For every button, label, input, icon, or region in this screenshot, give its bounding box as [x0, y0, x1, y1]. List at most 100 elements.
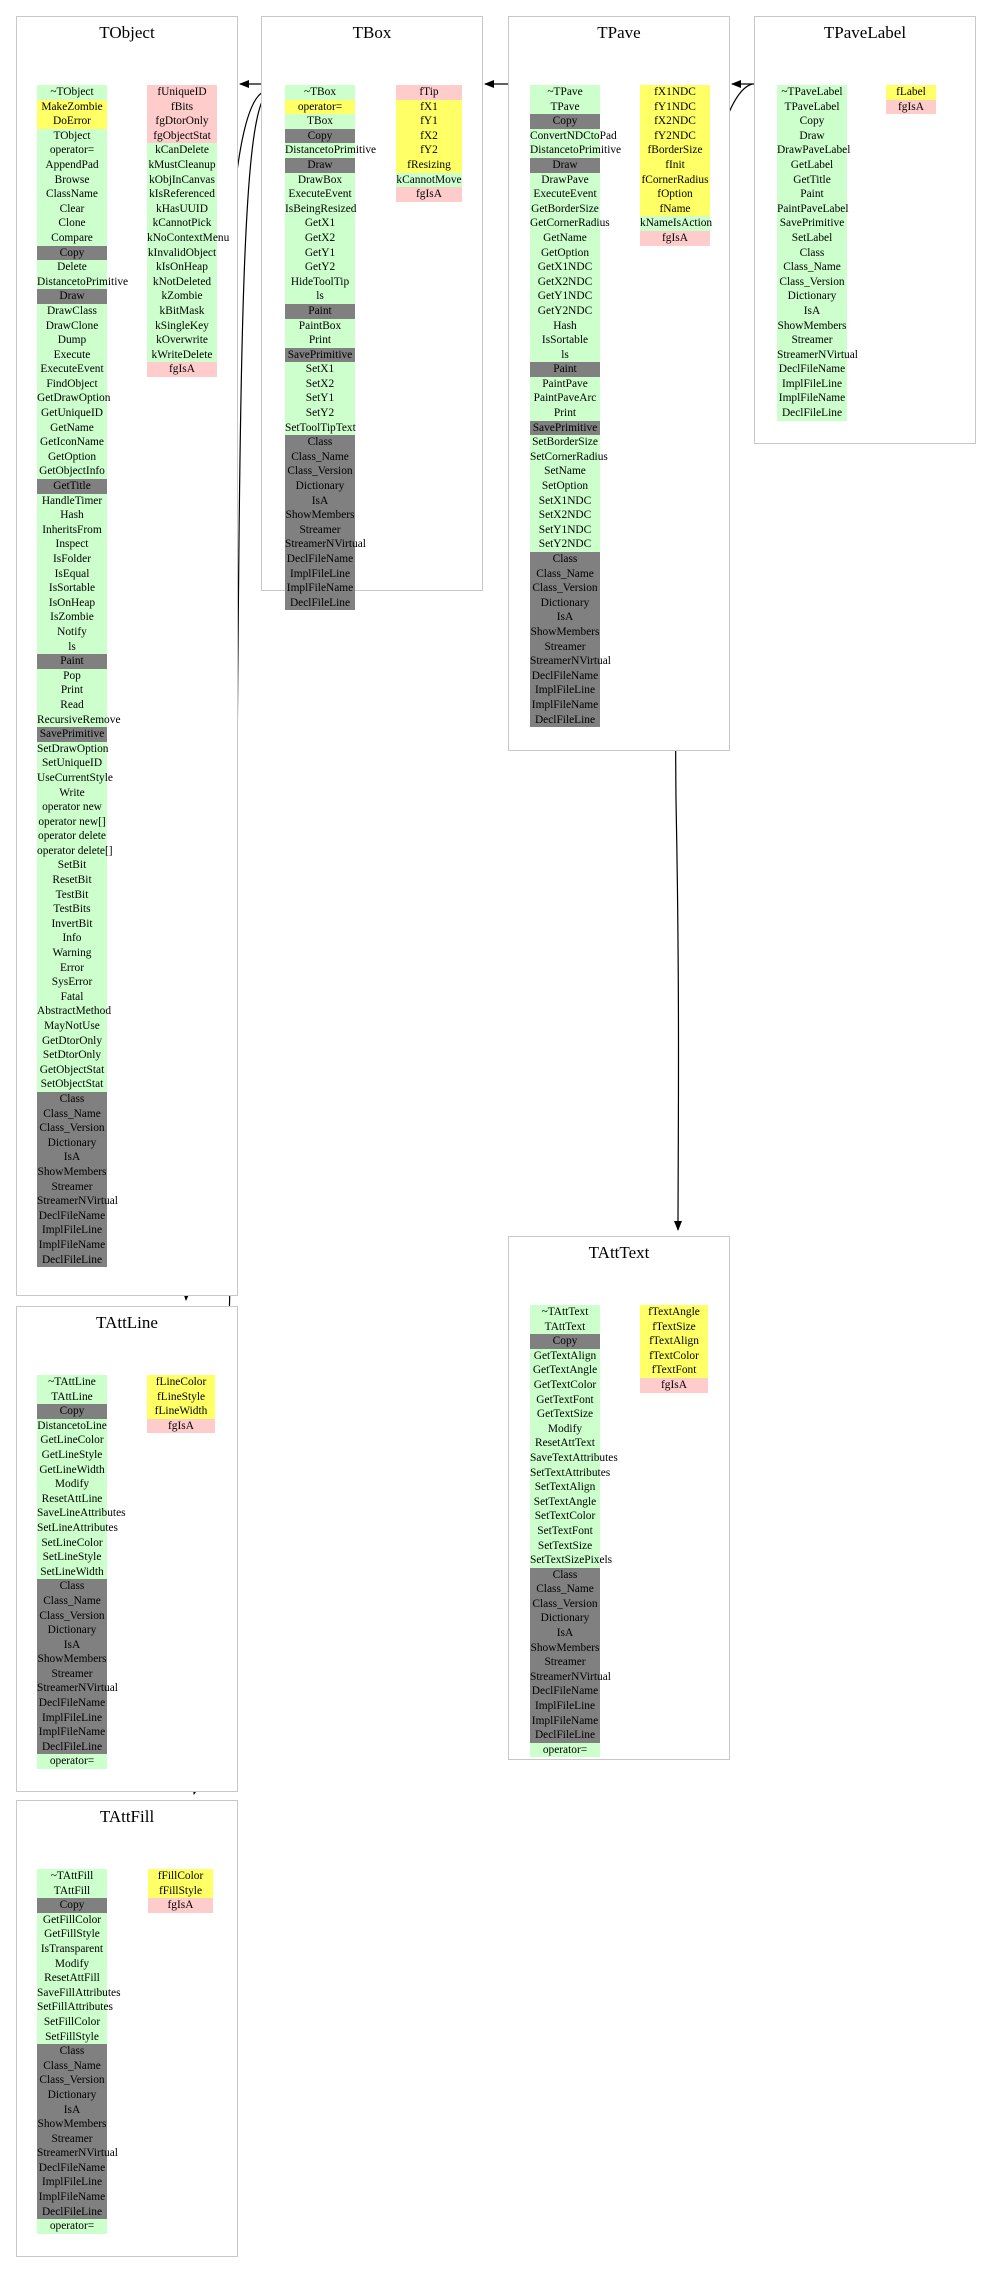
class-title: TAttFill	[99, 1807, 155, 1826]
method-item: SetName	[530, 464, 600, 480]
method-item: IsA	[37, 2102, 107, 2118]
method-item: Class_Version	[37, 2073, 107, 2088]
method-item: Class_Version	[285, 464, 355, 480]
method-item: Class_Name	[285, 449, 355, 465]
method-item: IsA	[285, 493, 355, 509]
method-item: Error	[37, 960, 107, 976]
method-item: IsSortable	[37, 581, 107, 596]
method-item: AppendPad	[37, 157, 107, 173]
method-item: IsA	[37, 1150, 107, 1165]
method-item: GetX1NDC	[530, 260, 600, 275]
method-item: ls	[285, 289, 355, 304]
method-item: ImplFileName	[37, 1725, 107, 1740]
method-item: GetX2NDC	[530, 274, 600, 290]
method-item: Clear	[37, 201, 107, 217]
method-item: DeclFileLine	[285, 595, 355, 611]
data-member-item: kHasUUID	[147, 201, 217, 217]
method-item: SetDtorOnly	[37, 1048, 107, 1063]
method-item: SavePrimitive	[777, 216, 847, 231]
data-member-item: kNotDeleted	[147, 274, 217, 290]
method-item: InheritsFrom	[37, 522, 107, 538]
method-item: AbstractMethod	[37, 1004, 112, 1019]
method-item: Print	[530, 406, 600, 421]
method-item: TestBit	[37, 887, 107, 903]
method-item: SetLabel	[777, 230, 847, 246]
method-item: ImplFileName	[777, 391, 847, 407]
method-item: Dump	[37, 333, 107, 348]
method-item: GetTextFont	[530, 1392, 600, 1408]
method-item: GetTextSize	[530, 1407, 600, 1422]
method-item: Paint	[530, 362, 600, 377]
method-item: ResetAttText	[530, 1436, 600, 1451]
method-item: Class_Version	[37, 1121, 107, 1136]
method-item: Read	[37, 697, 107, 713]
method-item: Delete	[37, 260, 107, 275]
method-item: IsZombie	[37, 610, 107, 625]
method-item: GetFillColor	[37, 1912, 107, 1928]
method-item: DoError	[37, 114, 107, 129]
method-item: IsA	[37, 1637, 107, 1653]
method-item: Class	[530, 552, 600, 567]
method-item: Class_Version	[530, 581, 600, 596]
data-member-item: fTextAngle	[640, 1305, 708, 1320]
data-member-item: fFillColor	[148, 1869, 213, 1884]
method-item: Class_Name	[37, 1593, 107, 1609]
method-item: ResetBit	[37, 873, 107, 888]
method-item: SetY2NDC	[530, 537, 600, 552]
method-item: GetTitle	[37, 479, 107, 494]
method-item: ResetAttFill	[37, 1971, 107, 1986]
method-item: Streamer	[777, 333, 847, 348]
data-member-item: fgIsA	[640, 1377, 708, 1393]
data-member-item: kBitMask	[147, 303, 217, 319]
method-item: GetY2	[285, 260, 355, 275]
method-item: SavePrimitive	[285, 347, 355, 363]
method-item: GetY2NDC	[530, 303, 600, 319]
method-item: GetBorderSize	[530, 201, 600, 217]
method-item: Dictionary	[530, 1611, 600, 1627]
method-item: Copy	[777, 114, 847, 129]
method-item: operator=	[37, 143, 107, 158]
method-item: DistancetoPrimitive	[530, 143, 622, 158]
method-item: IsA	[777, 303, 847, 319]
method-item: UseCurrentStyle	[37, 770, 113, 786]
method-item: ShowMembers	[530, 624, 600, 640]
method-item: GetX1	[285, 216, 355, 231]
method-item: SetTextFont	[530, 1523, 600, 1539]
method-item: TPaveLabel	[777, 99, 847, 115]
data-member-item: fgObjectStat	[147, 128, 217, 144]
class-title: TObject	[99, 23, 155, 42]
method-item: Modify	[37, 1956, 107, 1972]
data-member-item: fX2	[396, 128, 462, 144]
method-item: GetY1	[285, 245, 355, 261]
method-item: ExecuteEvent	[530, 187, 600, 202]
method-item: TestBits	[37, 902, 107, 917]
method-item: Class_Version	[37, 1608, 107, 1624]
data-member-item: fLineColor	[147, 1375, 215, 1390]
method-item: Copy	[37, 1404, 107, 1419]
method-item: PaintPaveArc	[530, 391, 600, 407]
data-member-item: fgIsA	[147, 1418, 215, 1434]
data-member-item: fY1NDC	[640, 99, 710, 115]
method-item: DistancetoPrimitive	[37, 274, 129, 290]
data-member-item: fTextFont	[640, 1363, 708, 1378]
method-item: ~TAttText	[530, 1305, 600, 1320]
method-item: SetFillAttributes	[37, 2000, 113, 2015]
method-item: TAttFill	[37, 1883, 107, 1899]
method-item: ResetAttLine	[37, 1491, 107, 1507]
data-member-item: fLabel	[886, 85, 936, 100]
data-member-item: kWriteDelete	[147, 347, 217, 363]
method-item: ImplFileLine	[530, 683, 600, 698]
method-item: DrawPaveLabel	[777, 143, 851, 158]
method-item: IsA	[530, 1626, 600, 1641]
method-item: SaveLineAttributes	[37, 1506, 126, 1521]
method-item: SetY2	[285, 406, 355, 421]
method-item: GetName	[37, 420, 107, 436]
data-member-item: fgIsA	[886, 99, 936, 115]
method-item: ShowMembers	[37, 1652, 107, 1667]
method-item: MayNotUse	[37, 1019, 107, 1034]
method-item: StreamerNVirtual	[530, 654, 611, 669]
